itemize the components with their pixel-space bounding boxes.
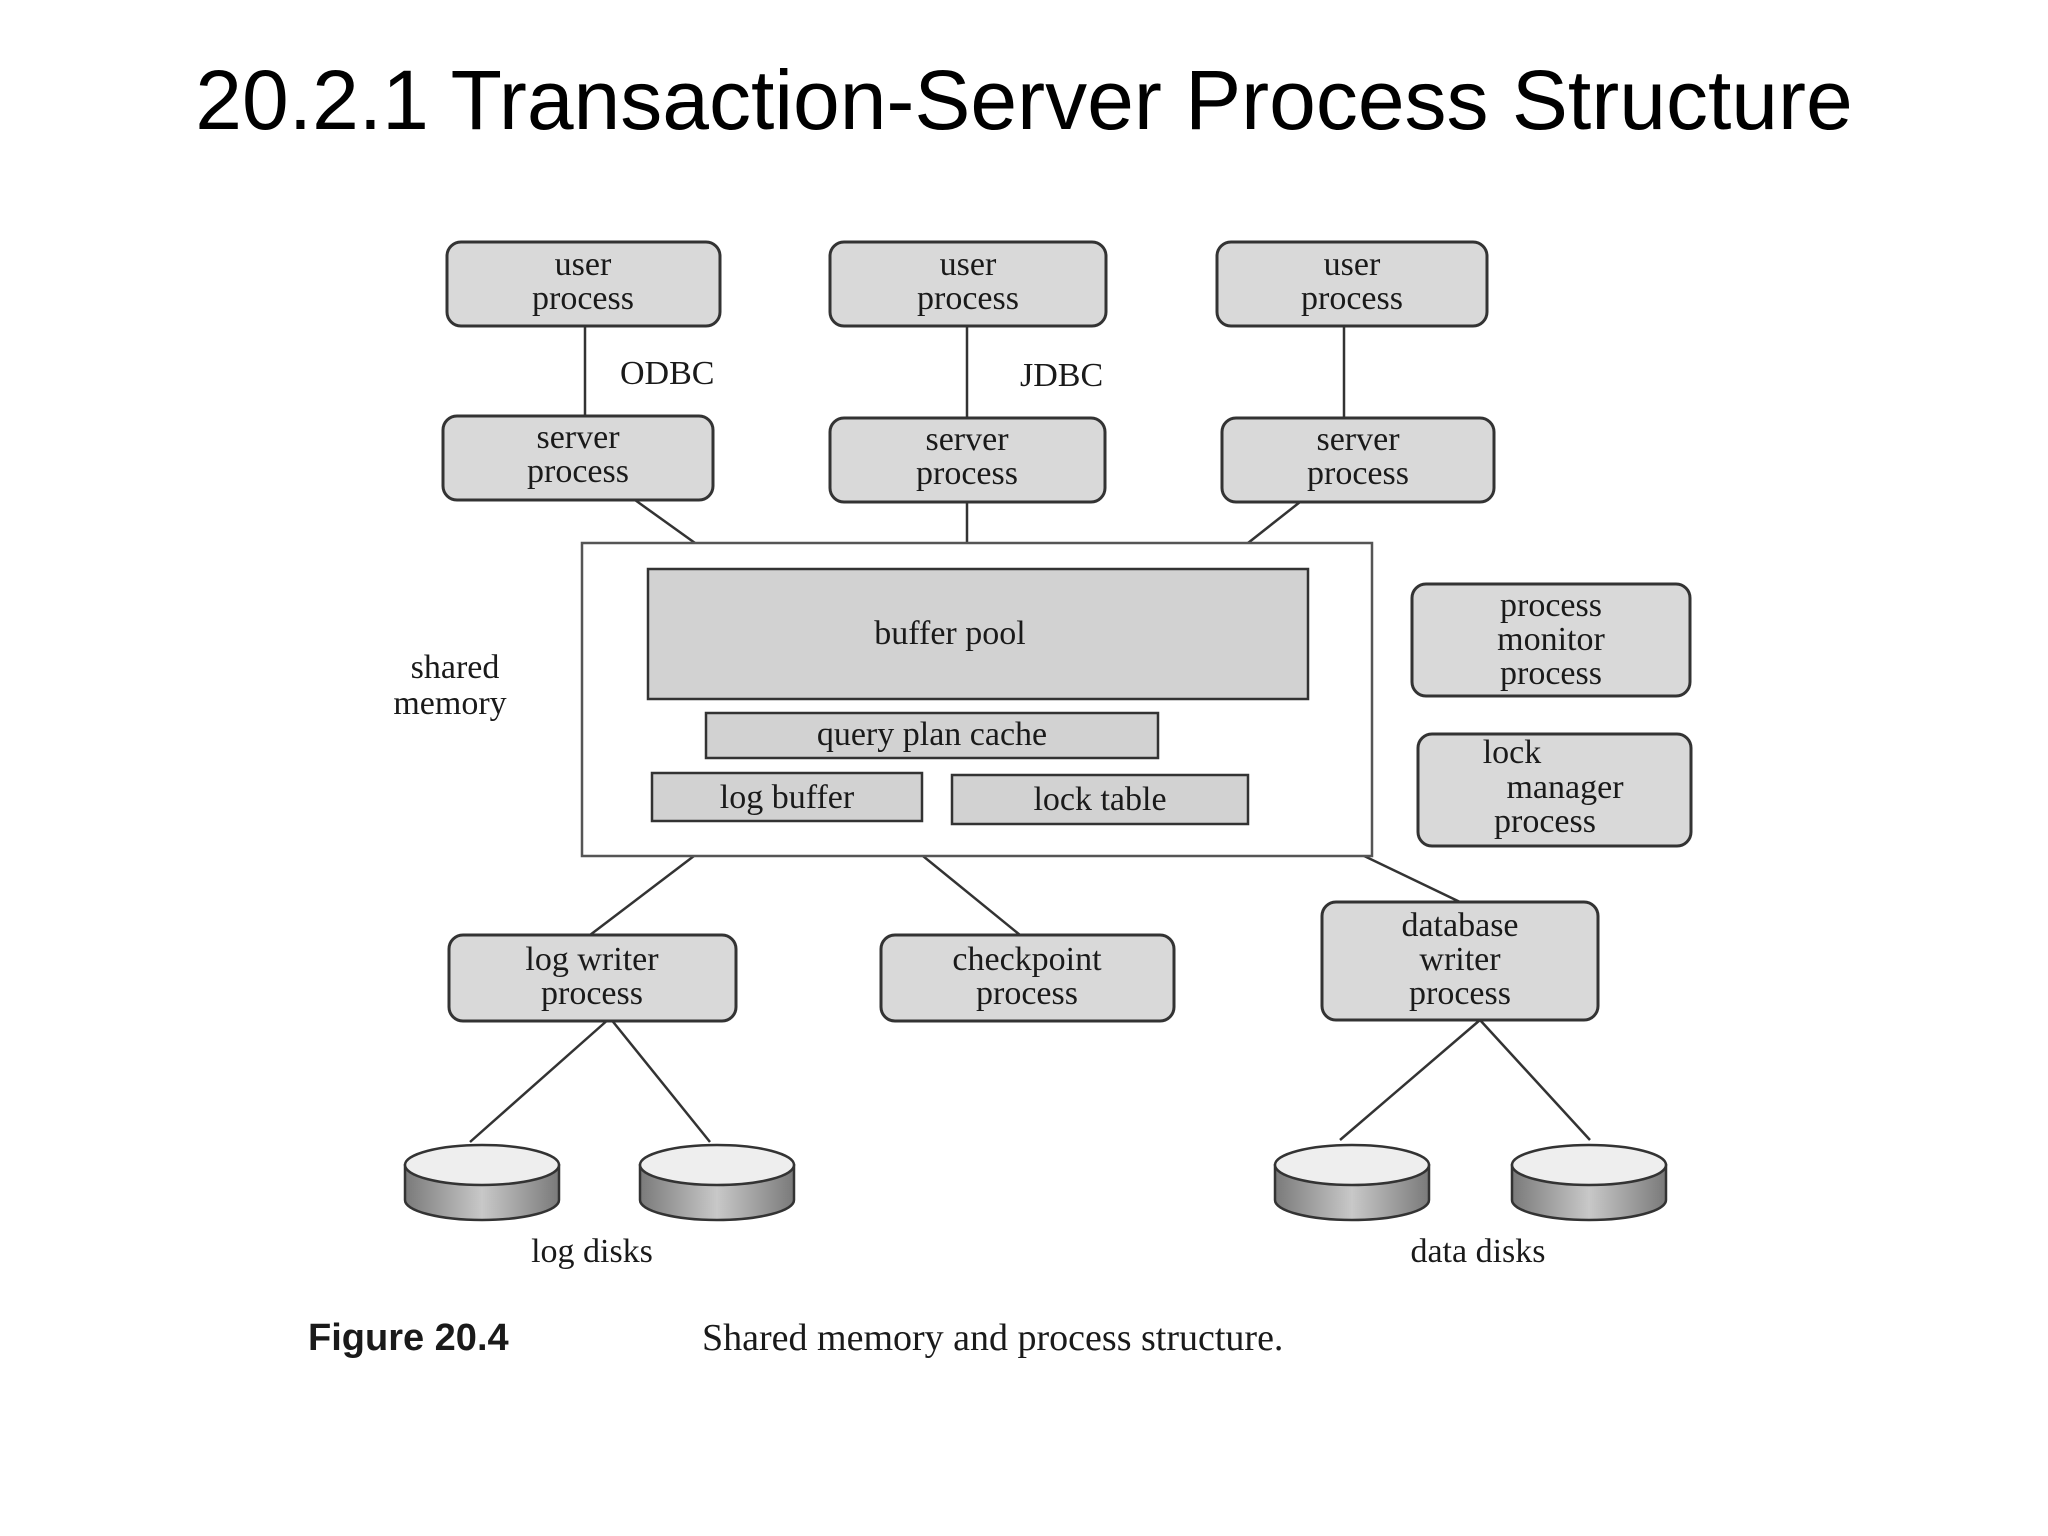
slide-title: 20.2.1 Transaction-Server Process Struct…	[195, 53, 1853, 147]
log-writer-line-1: log writer	[525, 941, 659, 978]
user-process-3-line-2: process	[1301, 280, 1403, 317]
server-process-2-line-2: process	[916, 455, 1018, 492]
lock-table-label: lock table	[1033, 781, 1166, 818]
lock-manager-line-1: lock	[1483, 734, 1542, 771]
log-buffer: log buffer	[650, 771, 924, 823]
user-process-1-line-2: process	[532, 280, 634, 317]
process-monitor-line-2: monitor	[1497, 621, 1605, 658]
buffer-pool-label: buffer pool	[874, 615, 1025, 652]
odbc-label: ODBC	[620, 355, 714, 392]
query-plan-cache: query plan cache	[704, 711, 1160, 760]
database-writer-line-3: process	[1409, 975, 1511, 1012]
process-monitor-process: process monitor process	[1410, 582, 1692, 698]
process-monitor-line-1: process	[1500, 587, 1602, 624]
server-process-1-line-1: server	[536, 419, 620, 456]
buffer-pool: buffer pool	[646, 567, 1310, 701]
checkpoint-line-2: process	[976, 975, 1078, 1012]
user-process-2-line-1: user	[940, 246, 997, 283]
data-disk-2-icon	[1510, 1143, 1668, 1222]
checkpoint-line-1: checkpoint	[952, 941, 1102, 978]
jdbc-label: JDBC	[1020, 357, 1103, 394]
lock-manager-line-3: process	[1494, 803, 1596, 840]
user-process-3: user process	[1215, 240, 1489, 328]
server-process-1: server process	[441, 414, 715, 502]
query-plan-cache-label: query plan cache	[817, 716, 1047, 753]
user-process-1: user process	[445, 240, 722, 328]
process-monitor-line-3: process	[1500, 655, 1602, 692]
log-disks-label: log disks	[531, 1233, 653, 1270]
database-writer-process: database writer process	[1320, 900, 1600, 1022]
lock-manager-process: lock manager process	[1416, 732, 1693, 848]
lock-manager-line-2: manager	[1506, 769, 1624, 806]
server-process-3-line-1: server	[1316, 421, 1400, 458]
shared-memory-label-line-2: memory	[393, 685, 506, 722]
log-writer-line-2: process	[541, 975, 643, 1012]
database-writer-line-1: database	[1401, 907, 1518, 944]
user-process-3-line-1: user	[1324, 246, 1381, 283]
server-process-3-line-2: process	[1307, 455, 1409, 492]
log-writer-process: log writer process	[447, 933, 738, 1023]
lock-table: lock table	[950, 773, 1250, 826]
log-disk-2-icon	[638, 1143, 796, 1222]
log-buffer-label: log buffer	[720, 779, 855, 816]
user-process-2: user process	[828, 240, 1108, 328]
server-process-1-line-2: process	[527, 453, 629, 490]
user-process-1-line-1: user	[555, 246, 612, 283]
checkpoint-process: checkpoint process	[879, 933, 1176, 1023]
data-disk-1-icon	[1273, 1143, 1431, 1222]
database-writer-line-2: writer	[1419, 941, 1501, 978]
user-process-2-line-2: process	[917, 280, 1019, 317]
data-disks-label: data disks	[1410, 1233, 1545, 1270]
figure-number: Figure 20.4	[308, 1317, 509, 1359]
server-process-2: server process	[828, 416, 1107, 504]
server-process-2-line-1: server	[925, 421, 1009, 458]
server-process-3: server process	[1220, 416, 1496, 504]
shared-memory-label-line-1: shared	[411, 649, 500, 686]
figure-caption: Shared memory and process structure.	[702, 1317, 1283, 1359]
log-disk-1-icon	[403, 1143, 561, 1222]
